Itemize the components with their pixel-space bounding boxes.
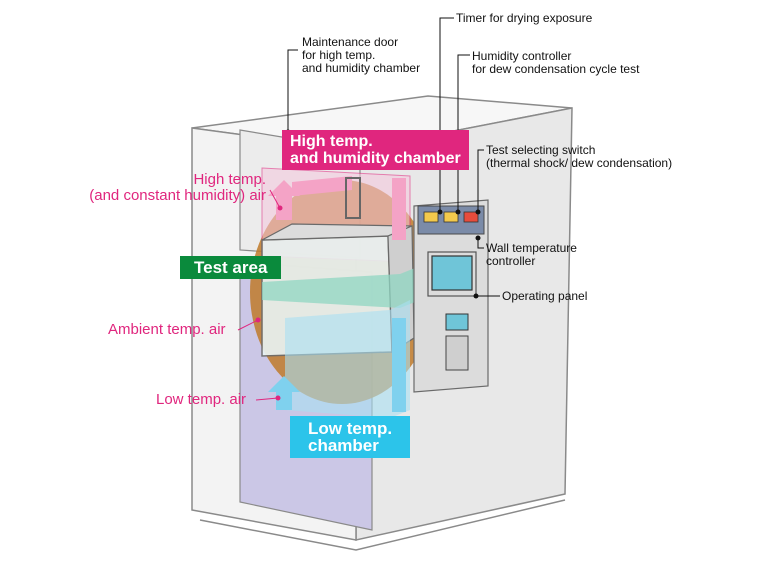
leader-low-air bbox=[255, 397, 279, 401]
lower-display bbox=[445, 313, 469, 331]
high-temp-air-label: High temp. (and constant humidity) air bbox=[89, 171, 266, 204]
dot-humidity bbox=[455, 209, 461, 215]
leader-ambient bbox=[237, 319, 259, 331]
low-temp-air-label: Low temp. air bbox=[156, 391, 247, 408]
heater-coil bbox=[345, 177, 361, 219]
dot-panel bbox=[473, 293, 479, 299]
maintenance-door-callout: Maintenance door for high temp. and humi… bbox=[302, 35, 421, 75]
high-air-arrow-right bbox=[392, 178, 406, 240]
operating-panel-bezel bbox=[427, 251, 477, 297]
test-switch-callout: Test selecting switch (thermal shock/ de… bbox=[486, 143, 673, 170]
wall-temp-callout: Wall temperature controller bbox=[486, 241, 577, 268]
leader-maintenance bbox=[287, 49, 298, 132]
test-area-label: Test area bbox=[180, 256, 282, 279]
low-air-arrow-right bbox=[392, 318, 406, 412]
operating-panel-callout: Operating panel bbox=[502, 289, 588, 303]
operating-panel-screen bbox=[431, 255, 473, 291]
humidity-display bbox=[443, 211, 459, 223]
dot-ambient bbox=[255, 317, 261, 323]
dot-low-air bbox=[275, 395, 281, 401]
dot-wall bbox=[475, 235, 481, 241]
leader-wall bbox=[477, 238, 484, 249]
leader-switch bbox=[477, 149, 484, 212]
ambient-air-band bbox=[262, 262, 430, 308]
dot-timer bbox=[437, 209, 443, 215]
timer-display bbox=[423, 211, 439, 223]
dot-high-air bbox=[277, 205, 283, 211]
switch-display bbox=[463, 211, 479, 223]
ceiling-band bbox=[292, 176, 352, 196]
high-temp-chamber-label: High temp. and humidity chamber bbox=[282, 130, 469, 170]
cabinet-base bbox=[199, 499, 566, 551]
low-air-arrow-left bbox=[268, 376, 300, 410]
ambient-temp-air-label: Ambient temp. air bbox=[108, 321, 226, 338]
humidity-controller-callout: Humidity controller for dew condensation… bbox=[472, 49, 640, 76]
leader-high-air bbox=[269, 189, 281, 209]
low-temp-chamber-column bbox=[285, 300, 410, 418]
low-temp-chamber-label: Low temp. chamber bbox=[290, 416, 411, 458]
dot-switch bbox=[475, 209, 481, 215]
panel-buttons bbox=[445, 335, 469, 371]
timer-callout: Timer for drying exposure bbox=[456, 11, 593, 25]
